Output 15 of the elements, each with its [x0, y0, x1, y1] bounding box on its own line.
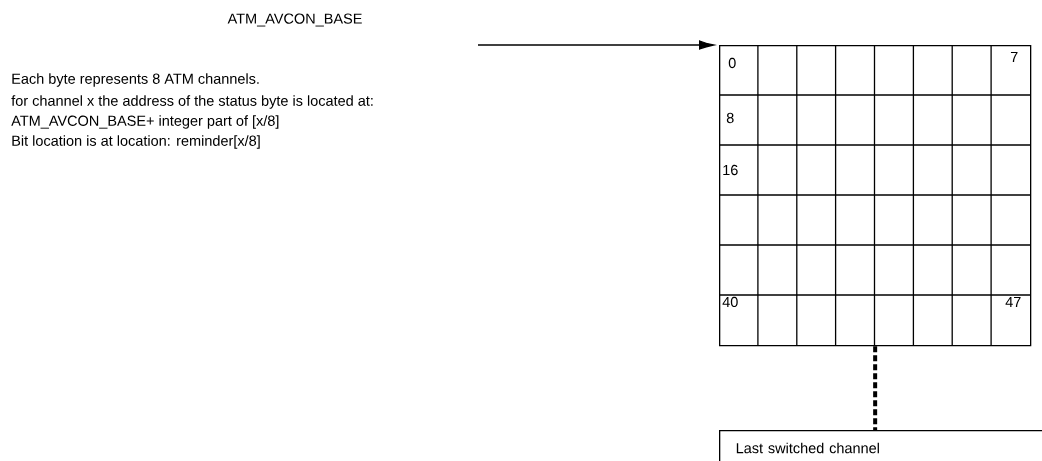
cell-number: 47 — [1005, 297, 1021, 307]
cell-number: 16 — [723, 164, 738, 176]
note-text: for channel x the address of the status byte is located at: — [11, 95, 373, 109]
cell-number: 40 — [722, 296, 738, 308]
cell-number: 8 — [726, 112, 734, 124]
memory-grid — [718, 44, 1032, 347]
cell-number: 0 — [728, 57, 736, 69]
pointer-label: ATM_AVCON_BASE — [227, 13, 362, 27]
cell-number: 7 — [1010, 52, 1018, 62]
text-box: Last switched channel — [719, 430, 1042, 461]
dotted-line — [873, 346, 878, 430]
arrow — [477, 40, 715, 50]
note-text: ATM_AVCON_BASE+ integer part of [x/8] — [11, 115, 279, 129]
note-text: Bit location is at location: reminder[x/8] — [12, 135, 260, 149]
note-text: Each byte represents 8 ATM channels. — [12, 73, 259, 87]
